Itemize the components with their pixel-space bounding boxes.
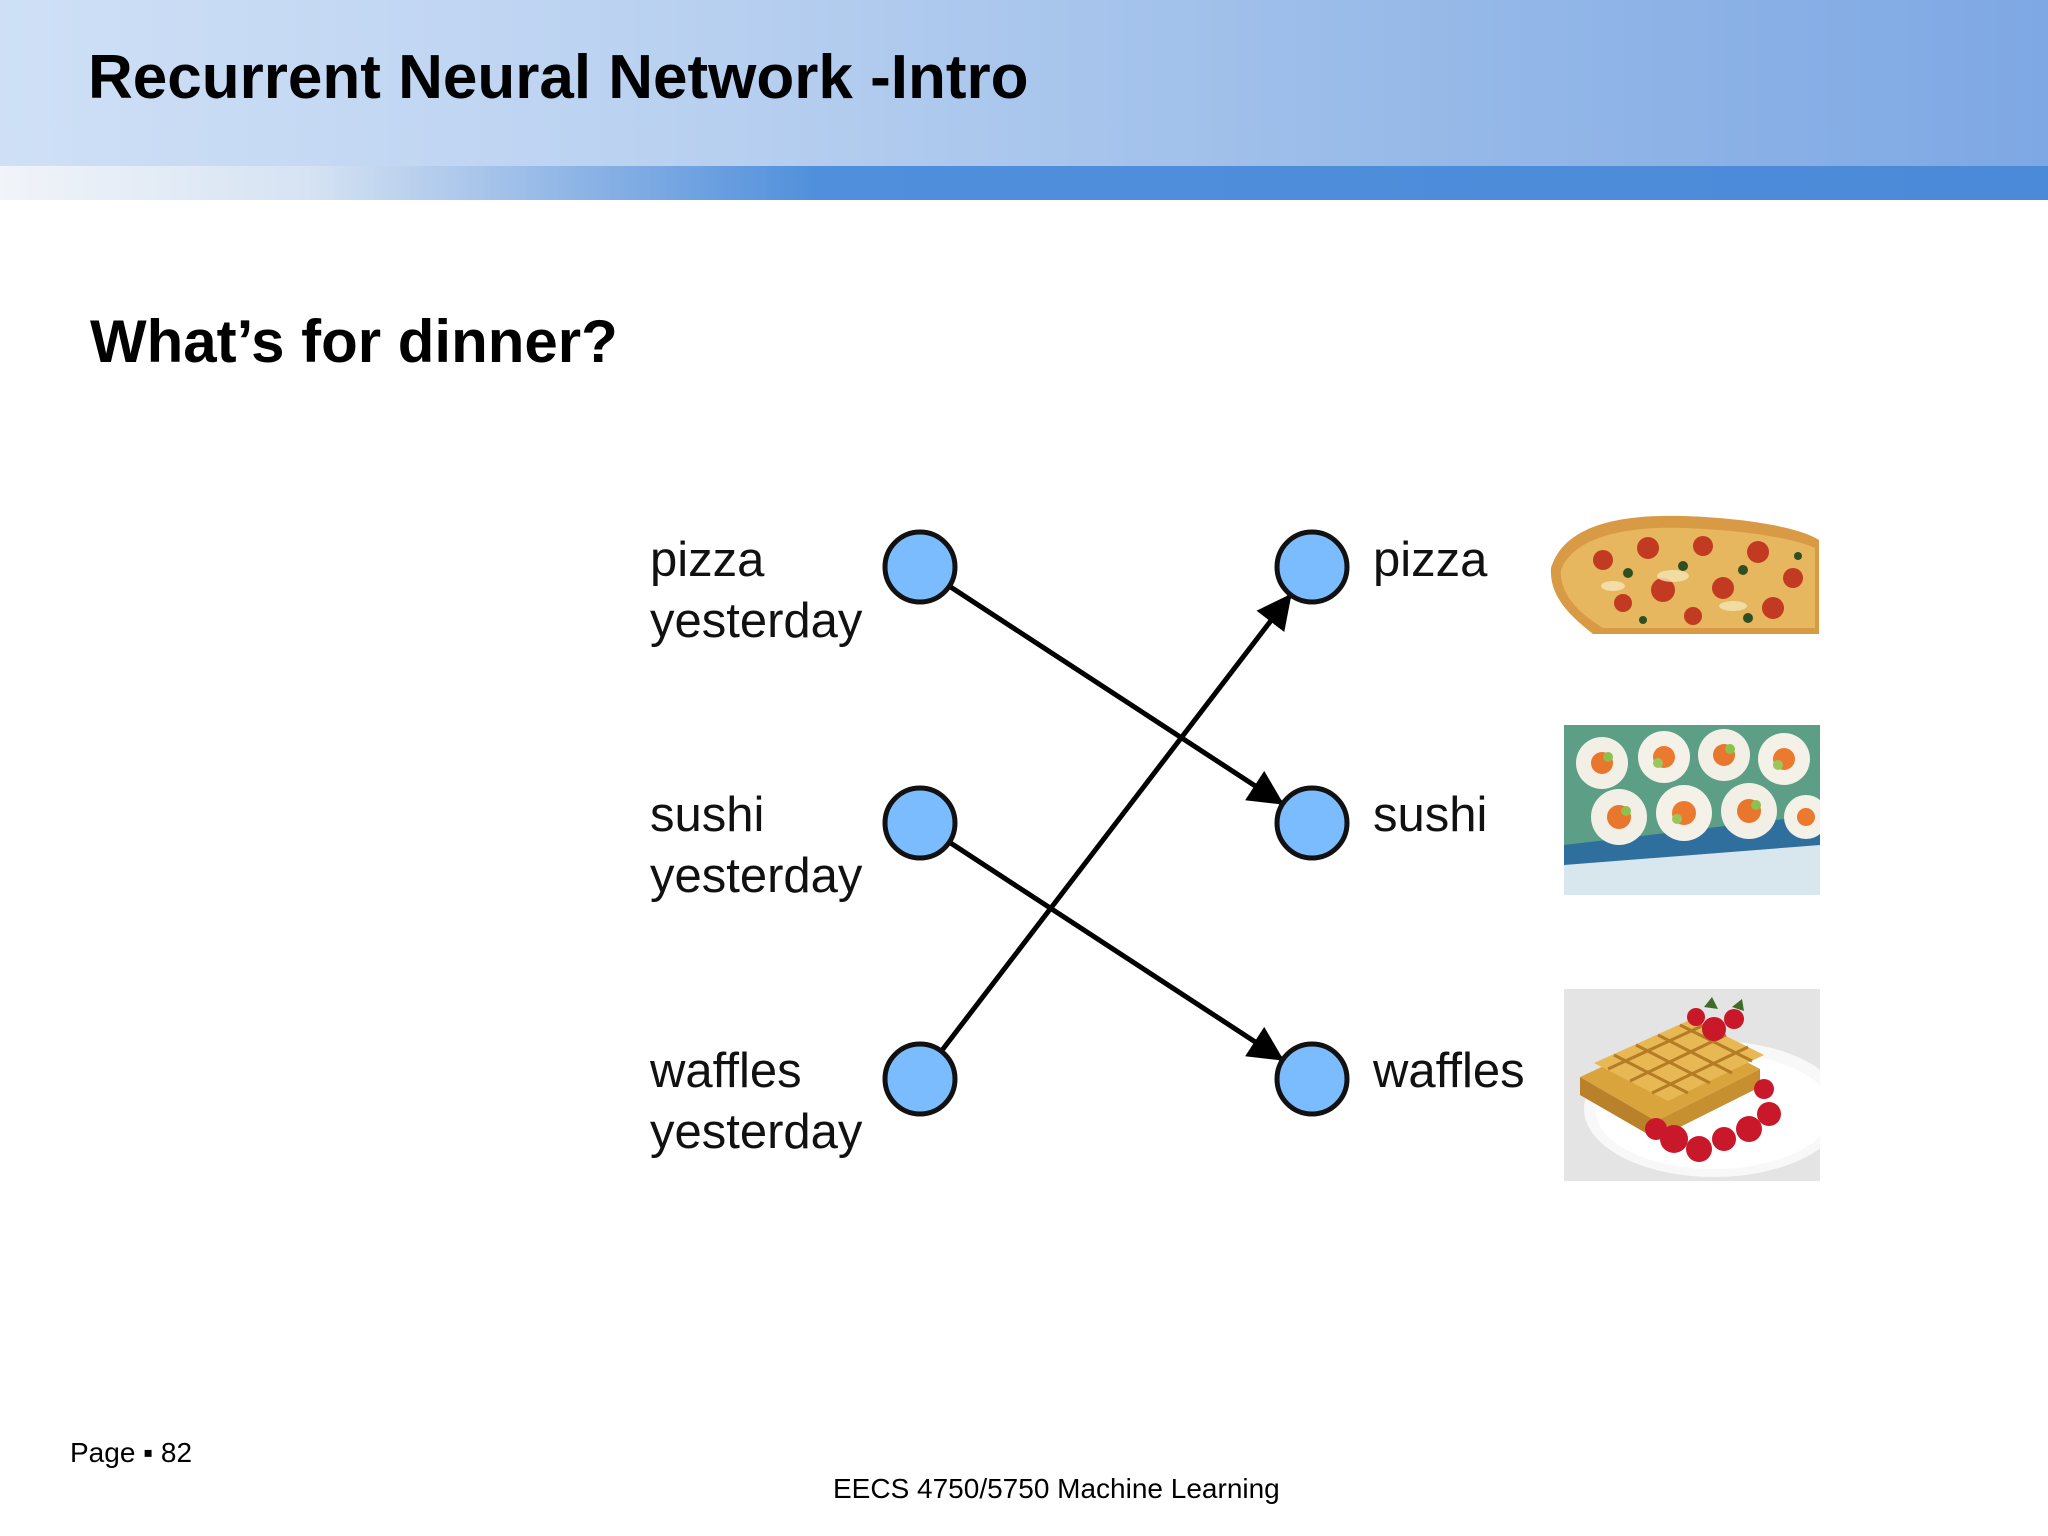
output-node-sushi [1274,785,1350,861]
pizza-image [1543,508,1821,638]
input-label-sushi-line2: yesterday [650,849,863,903]
input-label-sushi-line1: sushi [650,788,765,842]
input-label-waffles-line2: yesterday [650,1105,863,1159]
output-label-sushi: sushi [1373,788,1488,842]
input-node-pizza [882,529,958,605]
slide-subtitle: What’s for dinner? [90,308,618,375]
arrow-waffles-to-pizza [939,593,1292,1053]
page-number: Page ▪ 82 [70,1437,193,1468]
input-label-pizza-line2: yesterday [650,594,863,648]
output-node-waffles [1274,1041,1350,1117]
input-label-pizza: pizza yesterday [650,530,862,652]
title-bar [0,0,2048,166]
input-node-waffles [882,1041,958,1117]
edges-layer [939,584,1292,1061]
sushi-image [1564,725,1820,895]
output-label-waffles: waffles [1373,1044,1525,1098]
input-label-waffles: waffles yesterday [650,1041,862,1163]
nodes-layer [882,529,1350,1117]
input-label-waffles-line1: waffles [650,1044,802,1098]
input-node-sushi [882,785,958,861]
input-label-pizza-line1: pizza [650,533,765,587]
input-label-sushi: sushi yesterday [650,785,862,907]
arrow-pizza-to-sushi [947,584,1284,805]
arrow-sushi-to-waffles [947,840,1284,1061]
course-footer: EECS 4750/5750 Machine Learning [833,1473,1280,1504]
slide-title: Recurrent Neural Network -Intro [88,43,1029,112]
title-accent-band [0,166,2048,200]
output-node-pizza [1274,529,1350,605]
waffles-image [1564,989,1820,1181]
output-label-pizza: pizza [1373,533,1488,587]
